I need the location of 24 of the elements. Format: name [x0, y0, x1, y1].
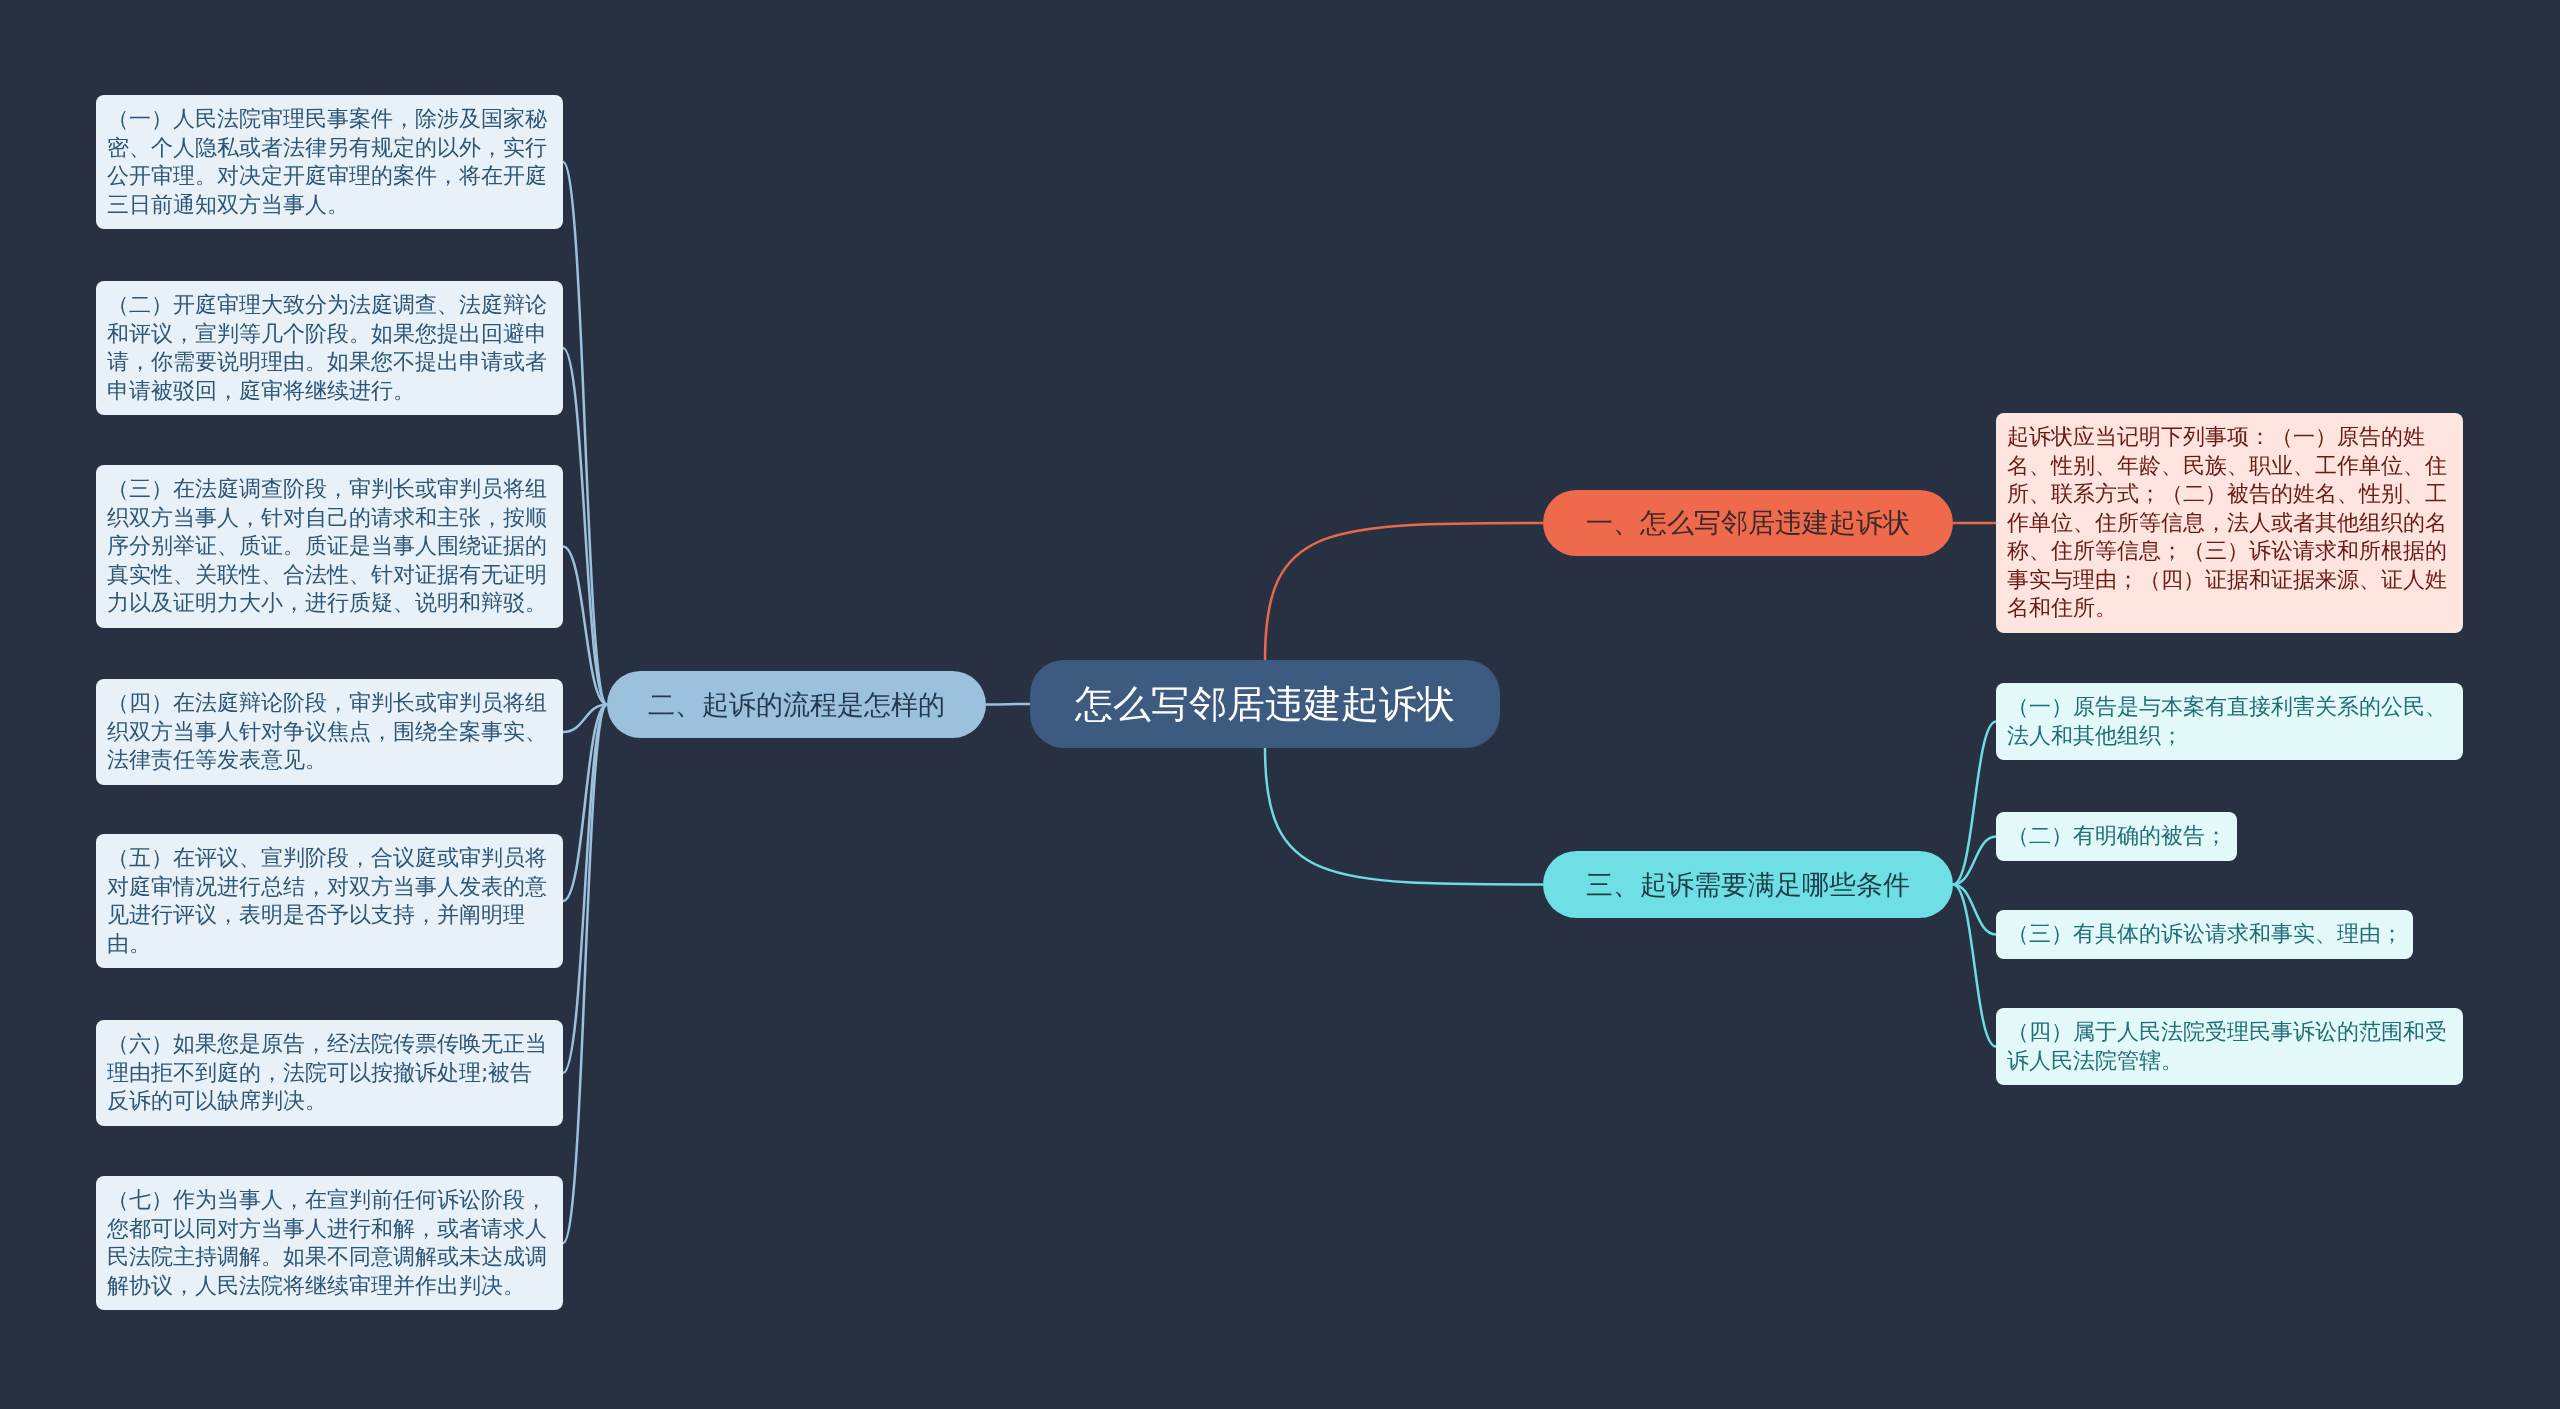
connector-line [1953, 521, 1996, 525]
connector-line [1952, 883, 1997, 1048]
note-card: （六）如果您是原告，经法院传票传唤无正当理由拒不到庭的，法院可以按撤诉处理;被告反诉的可以缺席判决。 [96, 1020, 563, 1126]
connector-line [561, 703, 609, 1244]
connector-line [562, 347, 608, 706]
topic-pill: 二、起诉的流程是怎样的 [607, 671, 986, 738]
note-card: （一）原告是与本案有直接利害关系的公民、法人和其他组织； [1996, 683, 2463, 760]
note-card: （五）在评议、宣判阶段，合议庭或审判员将对庭审情况进行总结，对双方当事人发表的意见进行评议，表明是否予以支持，并阐明理由。 [96, 834, 563, 968]
note-card: （二）有明确的被告； [1996, 812, 2237, 861]
note-card: （四）在法庭辩论阶段，审判长或审判员将组织双方当事人针对争议焦点，围绕全案事实、法律责任等发表意见。 [96, 679, 563, 785]
topic-pill: 三、起诉需要满足哪些条件 [1543, 851, 1953, 918]
note-card: （三）有具体的诉讼请求和事实、理由； [1996, 910, 2413, 959]
note-card: （七）作为当事人，在宣判前任何诉讼阶段，您都可以同对方当事人进行和解，或者请求人民法院主持调解。如果不同意调解或未达成调解协议，人民法院将继续审理并作出判决。 [96, 1176, 563, 1310]
connector-line [1263, 747, 1543, 886]
note-card: （四）属于人民法院受理民事诉讼的范围和受诉人民法院管辖。 [1996, 1008, 2463, 1085]
central-topic: 怎么写邻居违建起诉状 [1030, 660, 1500, 748]
note-card: （三）在法庭调查阶段，审判长或审判员将组织双方当事人，针对自己的请求和主张，按顺序分别举证、质证。质证是当事人围绕证据的真实性、关联性、合法性、针对证据有无证明力以及证明力大小，进行质疑、说明和辩驳。 [96, 465, 563, 628]
connector-line [1952, 720, 1997, 886]
connector-line [986, 702, 1030, 706]
note-card: 起诉状应当记明下列事项：（一）原告的姓名、性别、年龄、民族、职业、工作单位、住所、联系方式；（二）被告的姓名、性别、工作单位、住所等信息，法人或者其他组织的名称、住所等信息；（三）诉讼请求和所根据的事实与理由；（四）证据和证据来源、证人姓名和住所。 [1996, 413, 2463, 633]
note-card: （一）人民法院审理民事案件，除涉及国家秘密、个人隐私或者法律另有规定的以外，实行公开审理。对决定开庭审理的案件，将在开庭三日前通知双方当事人。 [96, 95, 563, 229]
connector-line [1263, 521, 1543, 661]
topic-pill: 一、怎么写邻居违建起诉状 [1543, 490, 1953, 556]
note-card: （二）开庭审理大致分为法庭调查、法庭辩论和评议，宣判等几个阶段。如果您提出回避申请，你需要说明理由。如果您不提出申请或者申请被驳回，庭审将继续进行。 [96, 281, 563, 415]
